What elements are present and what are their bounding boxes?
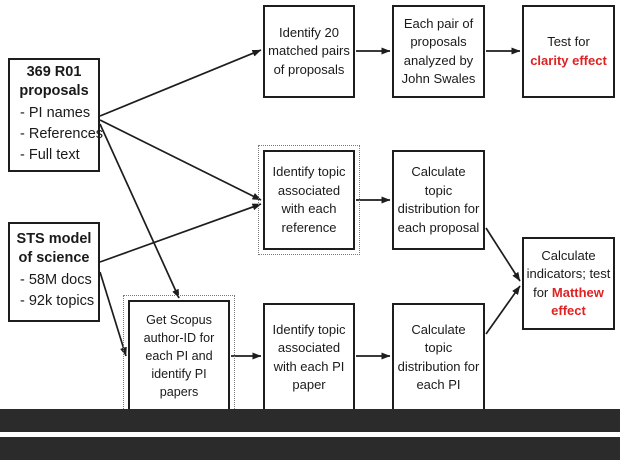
process-line: Calculate: [541, 247, 596, 263]
process-line: paper: [292, 377, 326, 392]
source-header-line: proposals: [19, 82, 89, 99]
source-header-line: STS model: [16, 231, 92, 247]
source-header: 369 R01 proposals: [19, 63, 88, 101]
process-line: with each: [281, 201, 337, 216]
process-line: each PI: [416, 377, 461, 392]
connector-arrow-proposals-to-scopus: [99, 123, 180, 299]
connector-arrow-dist-pi-to-indicators: [485, 285, 521, 335]
process-line-accent: clarity effect: [530, 52, 607, 68]
process-line: topic: [424, 340, 453, 355]
process-line: Identify topic: [272, 321, 346, 337]
process-line: distribution for: [397, 201, 480, 216]
process-line: indicators; test: [526, 266, 611, 281]
occlusion-band-lower: [0, 437, 620, 460]
process-line: Calculate: [411, 321, 466, 337]
connector-arrow-proposals-to-matched-pairs: [99, 49, 262, 117]
source-bullet-item: - 92k topics: [20, 293, 95, 309]
source-node-sts[interactable]: STS model of science - 58M docs - 92k topic…: [8, 222, 100, 322]
process-line: matched pairs: [268, 43, 350, 59]
occlusion-band-upper: [0, 409, 620, 432]
process-line: papers: [159, 385, 199, 399]
source-header-line: 369 R01: [26, 63, 82, 80]
process-line: identify PI: [151, 367, 207, 381]
source-bullet-list: - PI names - References - Full text: [16, 103, 104, 166]
source-bullet-list: - 58M docs - 92k topics: [16, 270, 95, 312]
process-line: with each PI: [273, 358, 345, 374]
process-line-text: for: [533, 284, 552, 300]
process-line: Each pair of: [403, 15, 474, 31]
connector-arrow-proposals-to-topic-reference: [99, 119, 262, 201]
process-node-swales-analysis[interactable]: Each pair of proposals analyzed by John Swa…: [392, 5, 485, 98]
process-line: associated: [277, 182, 341, 198]
process-line: John Swales: [401, 71, 476, 86]
process-line: author-ID for: [143, 331, 215, 345]
process-line: associated: [277, 340, 341, 355]
process-line: Calculate: [411, 164, 466, 179]
source-header-line: of science: [18, 250, 90, 266]
process-line: topic: [424, 182, 453, 198]
connector-arrow-dist-proposal-to-indicators: [485, 227, 521, 282]
source-bullet-item: - Full text: [20, 146, 80, 163]
process-line: analyzed by: [403, 52, 474, 68]
process-line: each proposal: [397, 219, 480, 235]
connector-arrow-sts-to-topic-reference: [99, 203, 262, 263]
process-node-clarity-test[interactable]: Test for clarity effect: [522, 5, 615, 98]
source-bullet-item: - PI names: [20, 104, 91, 121]
process-line: Identify 20: [279, 24, 339, 40]
source-bullet-item: - 58M docs: [20, 272, 92, 288]
process-line: Get Scopus: [146, 313, 212, 327]
process-line: proposals: [410, 34, 467, 49]
process-node-scopus-author-id[interactable]: Get Scopus author-ID for each PI and identi…: [128, 300, 230, 412]
process-node-topic-pi-paper[interactable]: Identify topic associated with each PI pape…: [263, 303, 355, 412]
process-node-topic-reference[interactable]: Identify topic associated with each referen…: [263, 150, 355, 250]
process-line: Identify topic: [272, 164, 346, 179]
process-line: of proposals: [273, 61, 345, 77]
process-line: Test for: [547, 34, 590, 49]
process-node-topic-dist-proposal[interactable]: Calculate topic distribution for each propo…: [392, 150, 485, 250]
process-line-accent: effect: [551, 303, 586, 318]
process-node-topic-dist-pi[interactable]: Calculate topic distribution for each PI: [392, 303, 485, 412]
source-header: STS model of science: [17, 230, 92, 268]
process-line-accent: for Matthew: [533, 284, 604, 303]
process-line: distribution for: [397, 358, 480, 374]
source-bullet-item: - References: [20, 125, 104, 142]
process-line-accent-text: Matthew: [551, 284, 604, 300]
process-line: each PI and: [145, 349, 213, 363]
process-line: reference: [281, 219, 337, 235]
process-node-matched-pairs[interactable]: Identify 20 matched pairs of proposals: [263, 5, 355, 98]
